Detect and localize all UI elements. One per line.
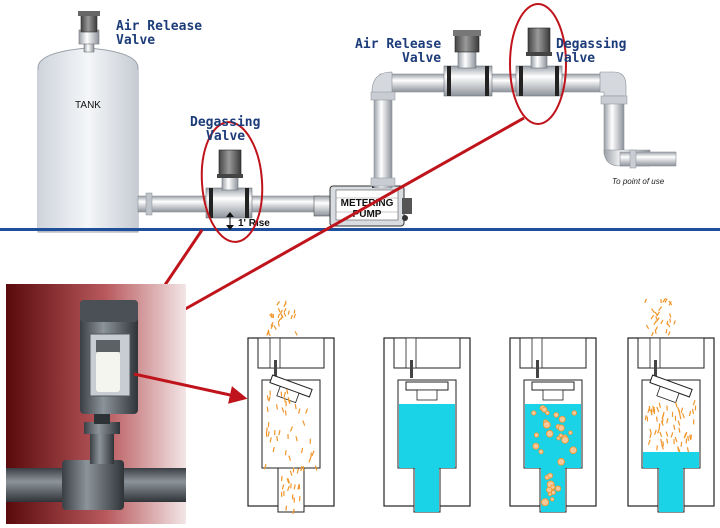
tank-air-release-valve-icon xyxy=(78,11,100,52)
cutaway-stage-2 xyxy=(384,338,470,512)
valve-photo xyxy=(6,284,186,524)
cutaway-stages xyxy=(248,298,714,514)
ground-line xyxy=(0,228,720,231)
tank-label: TANK xyxy=(75,100,101,111)
tank xyxy=(38,48,138,232)
cutaway-stage-1 xyxy=(248,301,334,514)
point-of-use-label: To point of use xyxy=(612,177,665,186)
cutaway-stage-4 xyxy=(628,298,714,512)
cutaway-stage-3 xyxy=(510,338,596,512)
air-release-valve-discharge-icon xyxy=(444,30,492,96)
degassing-valve-suction-icon xyxy=(206,150,252,218)
